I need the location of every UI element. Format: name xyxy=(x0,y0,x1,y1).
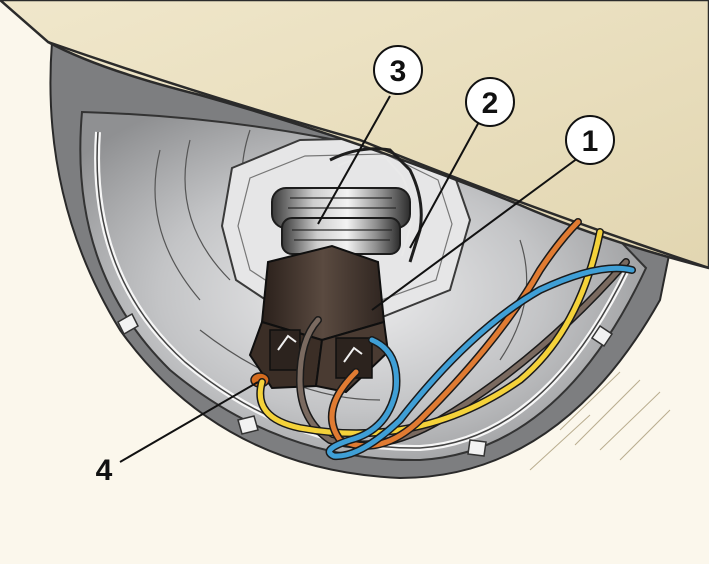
callout-2-label: 2 xyxy=(482,87,499,120)
callout-1-label: 1 xyxy=(582,125,599,158)
callout-4-label: 4 xyxy=(96,454,113,487)
callout-1: 1 xyxy=(565,115,615,165)
rim-notches xyxy=(117,312,614,457)
body-panel-edge xyxy=(47,40,709,270)
leader-3 xyxy=(317,95,391,225)
body-panel xyxy=(0,0,709,270)
callout-4: 4 xyxy=(96,454,113,487)
leader-4 xyxy=(119,381,259,463)
callout-3-label: 3 xyxy=(390,55,407,88)
leader-lines xyxy=(119,95,579,463)
callout-3: 3 xyxy=(373,45,423,95)
panel-hatching xyxy=(529,371,671,471)
leader-1 xyxy=(371,157,579,311)
callout-2: 2 xyxy=(465,77,515,127)
bulb-seat-inner xyxy=(237,153,453,303)
wire-harness xyxy=(256,218,636,461)
bulb-base xyxy=(271,187,411,255)
leader-2 xyxy=(409,119,481,249)
